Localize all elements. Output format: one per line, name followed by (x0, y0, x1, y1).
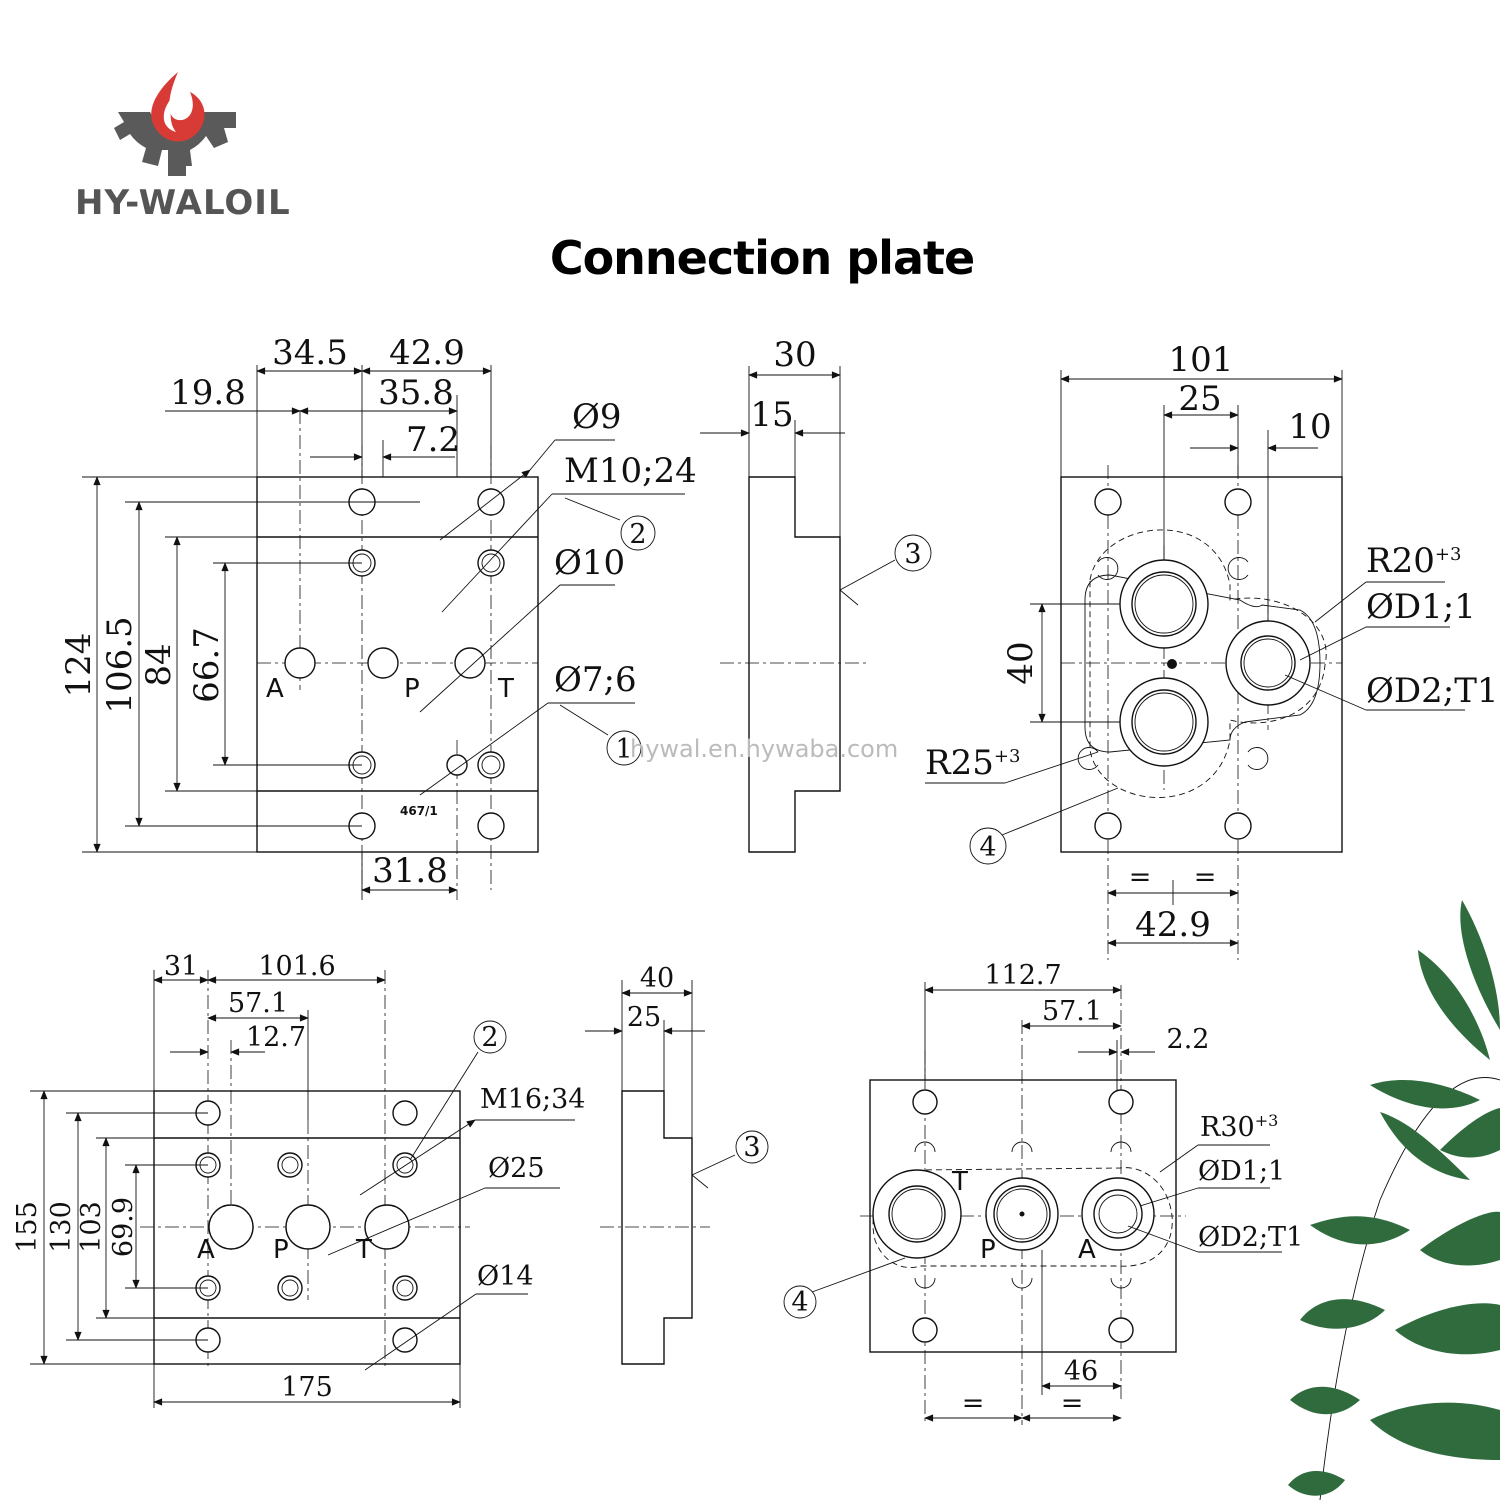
port-label-a: A (197, 1235, 215, 1265)
balloon-2-label: 2 (629, 519, 646, 550)
balloon-2 (620, 515, 656, 551)
dim-34-5: 34.5 (272, 333, 348, 373)
dim-124: 124 (59, 633, 99, 698)
port-label-t: T (951, 1167, 968, 1197)
plate-outline (153, 1090, 461, 1365)
balloon-3-label: 3 (904, 539, 921, 570)
dim-eq-1: = (1129, 862, 1152, 893)
balloon-1-label: 1 (615, 734, 632, 765)
dim-25: 25 (627, 1002, 661, 1033)
dim-69-9: 69.9 (108, 1197, 139, 1257)
bottom-rear-view: T P A 112.7 57.1 2.2 46 = = R30+3 ØD1;1 … (783, 960, 1303, 1425)
dim-66-7: 66.7 (187, 627, 227, 703)
dim-42-9: 42.9 (389, 333, 465, 373)
callout-m16: M16;34 (480, 1084, 585, 1115)
top-rear-view: 101 25 10 40 = = 42.9 R20+3 ØD1;1 ØD2;T1… (925, 340, 1499, 960)
dim-2-2: 2.2 (1167, 1024, 1210, 1055)
balloon-4 (783, 1285, 817, 1319)
callout-r20: R20+3 (1366, 541, 1461, 581)
dim-103: 103 (76, 1201, 107, 1253)
balloon-3 (735, 1130, 769, 1164)
dim-12-7: 12.7 (246, 1022, 306, 1053)
dim-155: 155 (12, 1201, 43, 1253)
port-label-p: P (273, 1235, 289, 1265)
dim-15: 15 (750, 395, 793, 435)
callout-o25: Ø25 (488, 1153, 545, 1184)
callout-o7: Ø7;6 (554, 660, 637, 700)
dim-57-1: 57.1 (1042, 996, 1102, 1027)
dim-35-8: 35.8 (378, 373, 454, 413)
balloon-3-label: 3 (743, 1132, 760, 1163)
callout-od2: ØD2;T1 (1366, 671, 1499, 711)
dim-30: 30 (773, 335, 816, 375)
side-profile (748, 476, 841, 853)
dim-112-7: 112.7 (984, 960, 1061, 991)
dim-40: 40 (1001, 641, 1041, 684)
dim-57-1: 57.1 (228, 988, 288, 1019)
dim-19-8: 19.8 (170, 373, 246, 413)
page-title: Connection plate (550, 231, 974, 285)
port-label-a: A (1078, 1235, 1096, 1265)
bottom-side-view: 40 25 3 (585, 963, 769, 1365)
dim-42-9-rear: 42.9 (1135, 905, 1211, 945)
side-profile (621, 1090, 693, 1365)
port-label-p: P (980, 1235, 996, 1265)
plant-decoration (1288, 900, 1500, 1500)
dim-101-6: 101.6 (258, 951, 335, 982)
dim-7-2: 7.2 (406, 420, 460, 460)
watermark: hywal.en.hywaba.com (630, 735, 898, 763)
dim-175: 175 (281, 1372, 333, 1403)
port-label-p: P (404, 674, 420, 704)
balloon-1 (606, 730, 642, 766)
dim-106-5: 106.5 (100, 616, 140, 713)
callout-o9: Ø9 (572, 397, 622, 437)
port-label-t: T (497, 674, 514, 704)
dim-31-8: 31.8 (372, 851, 448, 891)
dim-25: 25 (1178, 379, 1221, 419)
dim-eq-2: = (1061, 1388, 1084, 1419)
dim-84: 84 (139, 643, 179, 686)
balloon-3 (894, 534, 932, 572)
brand-name: HY-WALOIL (75, 183, 291, 223)
dim-101: 101 (1169, 340, 1234, 380)
balloon-4-label: 4 (791, 1287, 808, 1318)
top-side-view: 30 15 3 (700, 335, 932, 853)
dim-130: 130 (46, 1201, 77, 1253)
dim-46: 46 (1064, 1356, 1098, 1387)
plate-outline (1060, 476, 1343, 853)
callout-od2: ØD2;T1 (1198, 1222, 1303, 1253)
callout-od1: ØD1;1 (1366, 587, 1476, 627)
callout-m10: M10;24 (564, 451, 697, 491)
dim-40: 40 (640, 963, 674, 994)
dim-31: 31 (164, 951, 198, 982)
callout-od1: ØD1;1 (1198, 1156, 1285, 1187)
port-label-a: A (266, 674, 284, 704)
port-label-t: T (355, 1235, 372, 1265)
dim-eq-2: = (1194, 862, 1217, 893)
balloon-4 (969, 827, 1007, 865)
callout-r25: R25+3 (925, 743, 1020, 783)
callout-o10: Ø10 (554, 543, 625, 583)
callout-o14: Ø14 (477, 1261, 534, 1292)
balloon-2-label: 2 (481, 1022, 498, 1053)
brand-logo: HY-WALOIL (75, 72, 291, 223)
balloon-4-label: 4 (979, 832, 996, 863)
top-front-view: A P T 34.5 42.9 19.8 35.8 7.2 31.8 124 1… (59, 333, 697, 900)
bottom-front-view: A P T 31 101.6 57.1 12.7 175 155 130 103… (12, 951, 585, 1408)
dim-10: 10 (1288, 407, 1331, 447)
callout-r30: R30+3 (1200, 1111, 1278, 1143)
part-number: 467/1 (400, 804, 438, 818)
flame-icon (151, 72, 205, 142)
plate-outline (256, 476, 539, 853)
balloon-2 (473, 1020, 507, 1054)
dim-eq-1: = (962, 1388, 985, 1419)
